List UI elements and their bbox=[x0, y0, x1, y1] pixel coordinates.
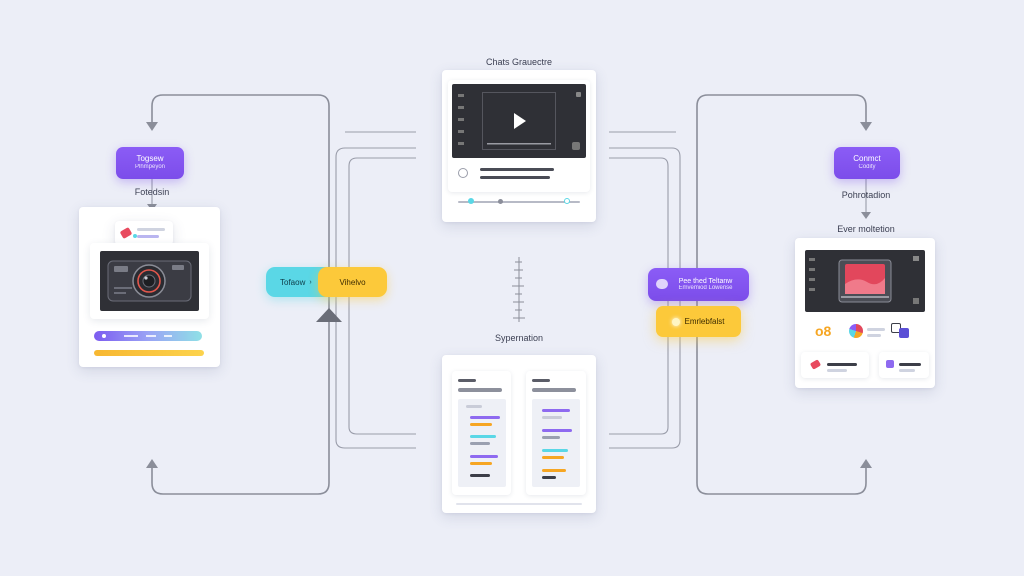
right-pill-subtitle: Codity bbox=[858, 164, 876, 171]
pie-icon bbox=[849, 324, 863, 338]
image-icon bbox=[838, 259, 892, 303]
camera-preview-frame bbox=[90, 243, 209, 319]
vihelvo-label: Vihelvo bbox=[339, 277, 366, 287]
right-caption-2: Ever moltetion bbox=[837, 224, 895, 234]
camera-panel bbox=[79, 207, 220, 367]
camera-icon bbox=[107, 260, 192, 302]
media-screen bbox=[805, 250, 925, 312]
chevron-icon: › bbox=[309, 278, 312, 286]
tofaow-label: Tofaow bbox=[280, 277, 306, 287]
video-player-panel bbox=[442, 70, 596, 222]
left-pill-subtitle: Plhmpeyon bbox=[134, 164, 166, 171]
left-caption: Fotedsin bbox=[134, 187, 170, 197]
settings-toggle-card[interactable] bbox=[115, 221, 173, 245]
purple-chip-label: Pee thed Teltanw bbox=[678, 278, 733, 285]
toggle-icon bbox=[656, 279, 668, 289]
right-pill-title: Conmct bbox=[853, 154, 881, 164]
stat-value: o8 bbox=[815, 323, 832, 339]
media-item-card-b[interactable] bbox=[879, 352, 929, 378]
video-player-window bbox=[448, 80, 590, 192]
connector-purple-chip[interactable]: Pee thed Teltanw Emvemiod Lowense bbox=[648, 268, 749, 301]
emrlebfalst-chip[interactable]: Emrlebfalst bbox=[656, 306, 741, 337]
right-category-pill[interactable]: Conmct Codity bbox=[834, 147, 900, 179]
media-panel: o8 bbox=[795, 238, 935, 388]
gradient-progress-bar bbox=[94, 331, 202, 341]
sync-list-b bbox=[526, 371, 586, 495]
tag-icon bbox=[119, 227, 133, 239]
record-icon[interactable] bbox=[458, 168, 468, 178]
left-pill-title: Togsew bbox=[136, 154, 164, 164]
video-frame bbox=[482, 92, 556, 150]
tag-icon bbox=[809, 359, 822, 370]
left-category-pill[interactable]: Togsew Plhmpeyon bbox=[116, 147, 184, 179]
vihelvo-chip[interactable]: Vihelvo bbox=[318, 267, 387, 297]
center-bottom-caption: Sypernation bbox=[494, 333, 544, 343]
purple-chip-sublabel: Emvemiod Lowense bbox=[678, 285, 733, 291]
media-item-card-a[interactable] bbox=[801, 352, 869, 378]
emrlebfalst-label: Emrlebfalst bbox=[684, 317, 725, 326]
right-caption: Pohrotadion bbox=[841, 190, 891, 200]
sync-panel bbox=[442, 355, 596, 513]
status-dot-icon bbox=[672, 317, 681, 326]
video-screen bbox=[452, 84, 586, 158]
timeline-track[interactable] bbox=[458, 201, 580, 203]
play-icon[interactable] bbox=[483, 93, 555, 149]
center-top-caption: Chats Grauectre bbox=[485, 57, 553, 67]
timeline-marker[interactable] bbox=[468, 198, 474, 204]
camera-screen bbox=[100, 251, 199, 311]
sync-list-a bbox=[452, 371, 511, 495]
yellow-progress-bar bbox=[94, 350, 204, 356]
